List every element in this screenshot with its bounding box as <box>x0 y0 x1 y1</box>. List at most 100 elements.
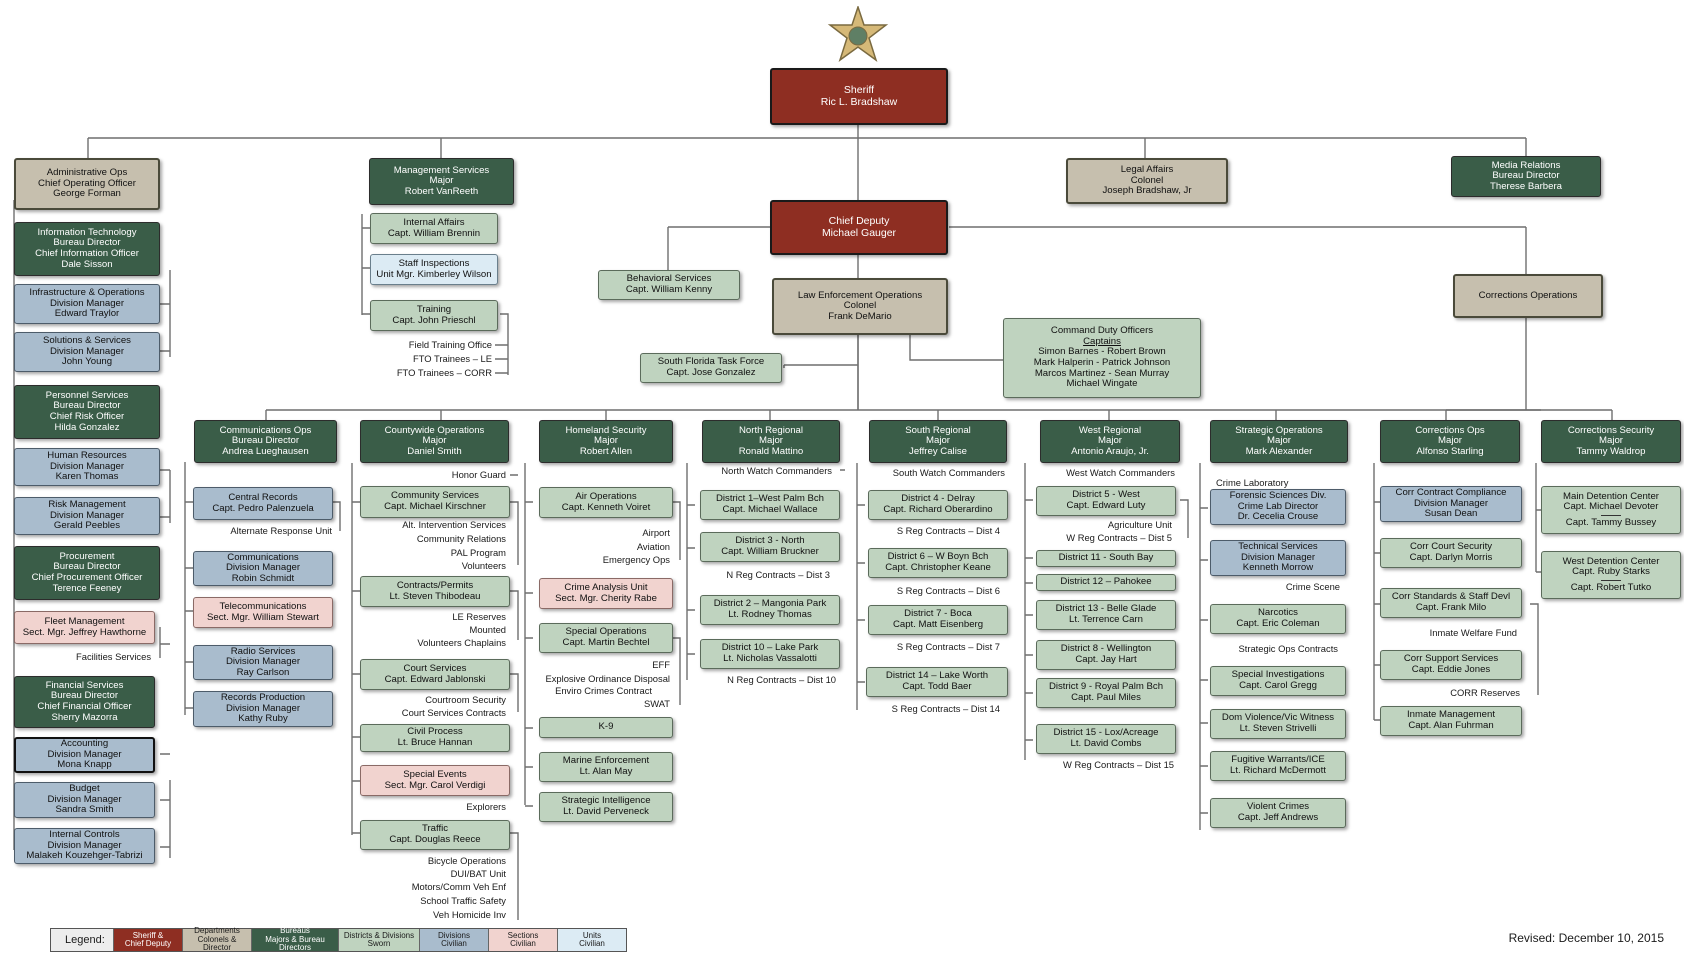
box-line: Chief Risk Officer <box>49 411 125 422</box>
box-line: Lt. Steven Strivelli <box>1239 723 1317 734</box>
south-contracts-dist-6-label: S Reg Contracts – Dist 6 <box>896 585 1000 596</box>
box-line: Capt. Michael Wallace <box>722 504 818 515</box>
court-services-contracts-label: Court Services Contracts <box>401 707 506 718</box>
box-line: Management Services <box>393 164 490 176</box>
box-line: District 1–West Palm Bch <box>715 493 825 505</box>
box-line: Daniel Smith <box>407 445 462 457</box>
corrections-operations-box[interactable]: Corrections Operations <box>1453 274 1603 318</box>
district-11-box[interactable]: District 11 - South Bay <box>1036 550 1176 567</box>
box-line: Lt. Bruce Hannan <box>397 737 473 748</box>
box-line: Contracts/Permits <box>396 579 474 591</box>
district-12-box[interactable]: District 12 – Pahokee <box>1036 574 1176 591</box>
box-line: District 9 - Royal Palm Bch <box>1048 681 1164 693</box>
strategic-ops-contracts-label: Strategic Ops Contracts <box>1238 643 1338 654</box>
box-line: Capt. Robert Tutko <box>1570 581 1652 593</box>
box-line: Chief Information Officer <box>35 248 139 259</box>
k9-box[interactable]: K-9 <box>539 717 673 738</box>
box-line: District 6 – W Boyn Bch <box>887 551 989 563</box>
divider <box>1601 514 1621 516</box>
box-line: District 15 - Lox/Acreage <box>1053 727 1159 739</box>
box-line: Information Technology <box>37 226 137 238</box>
forensic-sciences-box[interactable]: Forensic Sciences Div.Crime Lab Director… <box>1210 489 1346 525</box>
